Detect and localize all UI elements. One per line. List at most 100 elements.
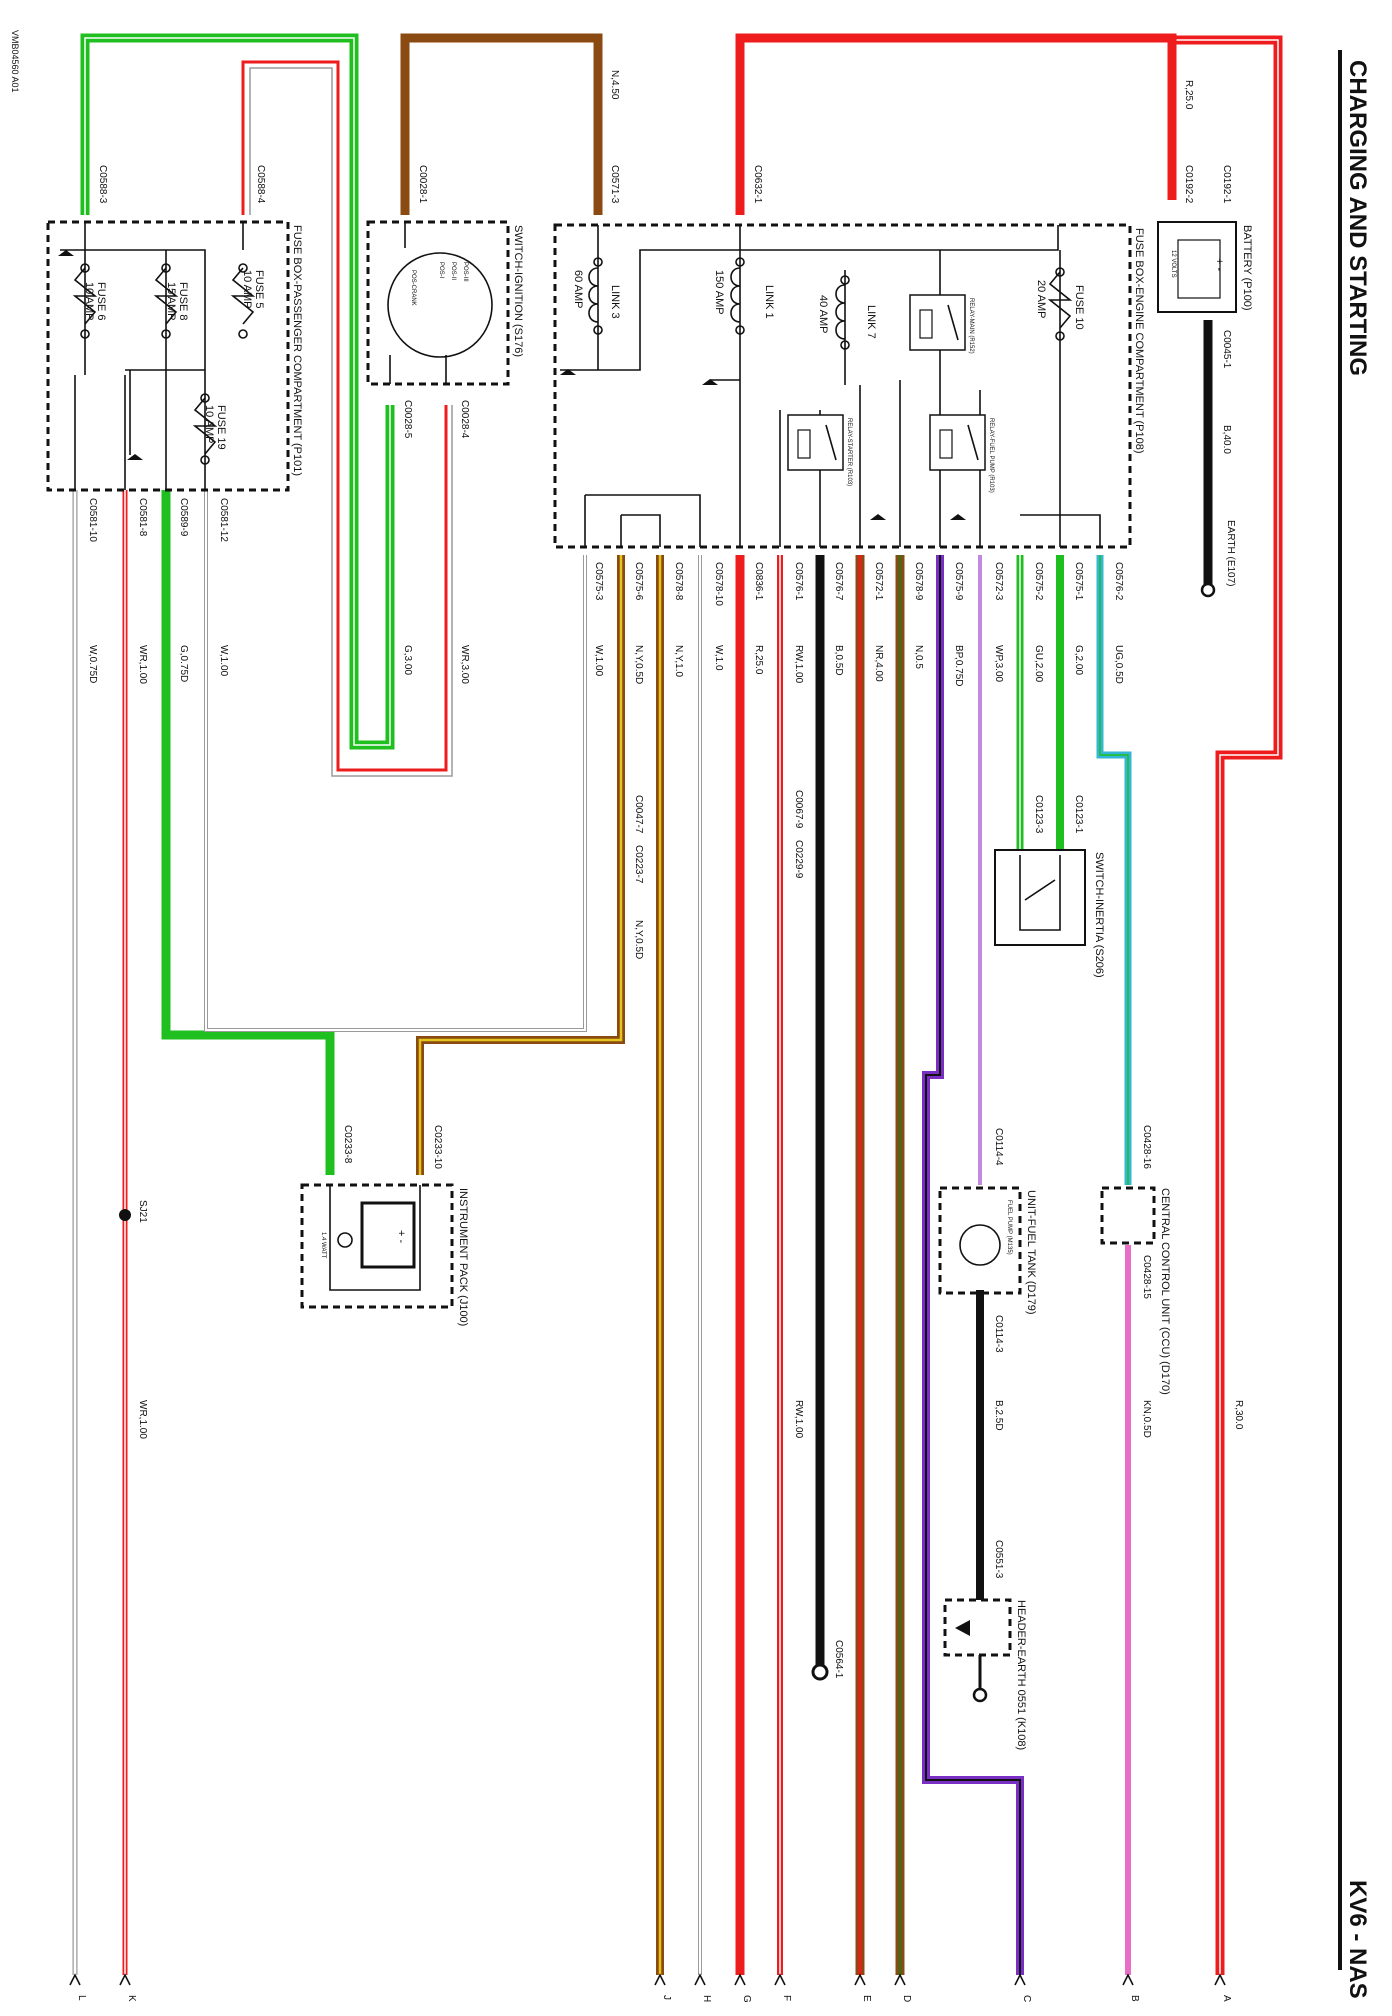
fuse-8-symbol	[153, 263, 179, 339]
wire-label-wr300: WR,3.00	[459, 645, 470, 684]
wire-label-wr100: WR,1.00	[137, 645, 148, 684]
fuse-box-engine	[553, 223, 1132, 549]
unit-fuel-tank-label: UNIT-FUEL TANK (D179)	[1025, 1190, 1037, 1315]
inertia-contact	[1019, 855, 1061, 931]
terminal-H: H	[701, 1995, 712, 2002]
conn-c0575-3: C0575-3	[593, 562, 604, 601]
battery-warning-icon	[360, 1201, 416, 1269]
conn-c0836-1: C0836-1	[753, 562, 764, 601]
conn-c0589-9: C0589-9	[178, 498, 189, 537]
conn-c0578-8: C0578-8	[673, 562, 684, 601]
terminal-J: J	[661, 1995, 672, 2000]
conn-c0223-7: C0223-7	[633, 845, 644, 884]
warning-plus: + -	[395, 1230, 407, 1243]
conn-c0428-16: C0428-16	[1141, 1125, 1152, 1169]
terminal-G: G	[741, 1995, 752, 2003]
conn-c0114-3: C0114-3	[993, 1315, 1004, 1353]
conn-c0588-4: C0588-4	[255, 165, 266, 204]
fuse-5-rating: 10 AMP	[241, 270, 253, 309]
wire-label-ny10: N,Y,1.0	[673, 645, 684, 677]
terminal-E: E	[861, 1995, 872, 2002]
engine-arrow-3	[870, 514, 886, 520]
wire-green-to-instrument	[161, 490, 335, 1175]
fuse-box-passenger-arrow-2	[127, 454, 143, 460]
ignition-dial[interactable]	[387, 252, 493, 358]
wire-spec-labels: N,4.50 R,25.0 B,40.0 W,0.75D WR,1.00 G,0…	[87, 70, 1244, 1439]
conn-c0229-9: C0229-9	[793, 840, 804, 879]
switch-ignition[interactable]	[366, 220, 510, 386]
relay-starter-label: RELAY-STARTER (R103)	[846, 418, 852, 486]
fuse-10-name: FUSE 10	[1073, 285, 1085, 330]
drawing-reference: VMB04560 A01	[10, 30, 20, 93]
fuse-box-passenger	[46, 220, 290, 492]
link-7-rating: 40 AMP	[817, 295, 829, 334]
conn-c0575-9: C0575-9	[953, 562, 964, 601]
conn-c0581-8: C0581-8	[137, 498, 148, 537]
conn-c0123-1: C0123-1	[1073, 795, 1084, 834]
fuse-box-passenger-arrow	[58, 250, 74, 256]
wire-ug-ccu-stripe	[1099, 555, 1129, 1185]
warning-lamp-icon	[337, 1232, 353, 1248]
conn-c0045-1: C0045-1	[1221, 330, 1232, 369]
terminal-arrows	[69, 1973, 1226, 1986]
switch-inertia[interactable]	[994, 849, 1086, 946]
splice-sj21	[119, 1209, 131, 1221]
link-3-name: LINK 3	[609, 285, 621, 319]
wire-label-w10: W,1.0	[713, 645, 724, 671]
conn-c0114-4: C0114-4	[993, 1128, 1004, 1166]
relay-main-label: RELAY-MAIN (R152)	[968, 298, 974, 354]
wire-label-g200: G,2.00	[1073, 645, 1084, 675]
conn-c0576-1: C0576-1	[793, 562, 804, 601]
wire-label-bp075: BP,0.75D	[953, 645, 964, 687]
wire-w100-loop	[204, 490, 587, 1032]
wire-label-n05: N,0.5	[913, 645, 924, 669]
header-earth-arrow	[955, 1620, 970, 1636]
engine-arrow-2	[702, 379, 718, 385]
wire-label-r25: R,25.0	[753, 645, 764, 675]
conn-c0575-2: C0575-2	[1033, 562, 1044, 601]
conn-c0572-1: C0572-1	[873, 562, 884, 601]
link-7-symbol	[835, 275, 850, 350]
earth-e107-symbol	[1200, 582, 1216, 598]
link-1-rating: 150 AMP	[713, 270, 725, 315]
fuse-19-rating: 10 AMP	[203, 405, 215, 444]
engine-arrow-1	[560, 369, 576, 375]
fuse-box-engine-label: FUSE BOX-ENGINE COMPARTMENT (P108)	[1133, 228, 1145, 454]
wire-label-g300: G,3.00	[402, 645, 413, 675]
conn-c0047-7: C0047-7	[633, 795, 644, 834]
ign-pos-crank: POS-III	[462, 262, 468, 282]
splice-sj21-label: SJ21	[137, 1200, 148, 1223]
link-3-symbol	[588, 257, 603, 335]
wire-ny-to-instrument-stripe	[418, 555, 623, 1175]
switch-ignition-label: SWITCH-IGNITION (S176)	[512, 225, 524, 357]
header-earth	[943, 1598, 1012, 1657]
wire-label-ug050: UG,0.5D	[1113, 645, 1124, 684]
wire-battery-to-engine-fusebox	[735, 33, 1177, 215]
bulb-rating: 1.4 WATT	[320, 1232, 326, 1259]
wire-label-r250: R,25.0	[1183, 80, 1194, 110]
connector-labels: C0588-3 C0588-4 C0028-1 C0571-3 C0632-1 …	[87, 165, 1232, 1679]
conn-c0572-3: C0572-3	[993, 562, 1004, 601]
relay-main	[909, 294, 966, 351]
conn-c0575-1: C0575-1	[1073, 562, 1084, 601]
relay-fuel-pump-label: RELAY-FUEL PUMP (R103)	[988, 418, 994, 493]
ign-pos-acc: POS-I	[438, 262, 444, 279]
page-title: CHARGING AND STARTING	[1344, 60, 1371, 376]
conn-c0428-15: C0428-15	[1141, 1255, 1152, 1299]
terminal-K: K	[126, 1995, 137, 2002]
wire-label-gu200: GU,2.00	[1033, 645, 1044, 683]
conn-c0233-8: C0233-8	[342, 1125, 353, 1164]
wire-label-g075: G,0.75D	[178, 645, 189, 682]
wire-wr300-outline	[249, 67, 453, 777]
fuse-10-rating: 20 AMP	[1035, 280, 1047, 319]
wire-ny-to-instrument	[416, 555, 625, 1175]
fuel-pump-label: FUEL PUMP (M135)	[1006, 1200, 1012, 1255]
ignition-leads	[389, 222, 447, 384]
fuse-8-rating: 15 AMP	[165, 282, 177, 321]
conn-c0578-9: C0578-9	[913, 562, 924, 601]
wire-label-ny050b: N,Y,0.5D	[633, 920, 644, 959]
wire-label-b400: B,40.0	[1221, 425, 1232, 454]
terminal-C: C	[1021, 1995, 1032, 2002]
wire-label-r300: R,30.0	[1233, 1400, 1244, 1430]
conn-c0233-10: C0233-10	[432, 1125, 443, 1169]
